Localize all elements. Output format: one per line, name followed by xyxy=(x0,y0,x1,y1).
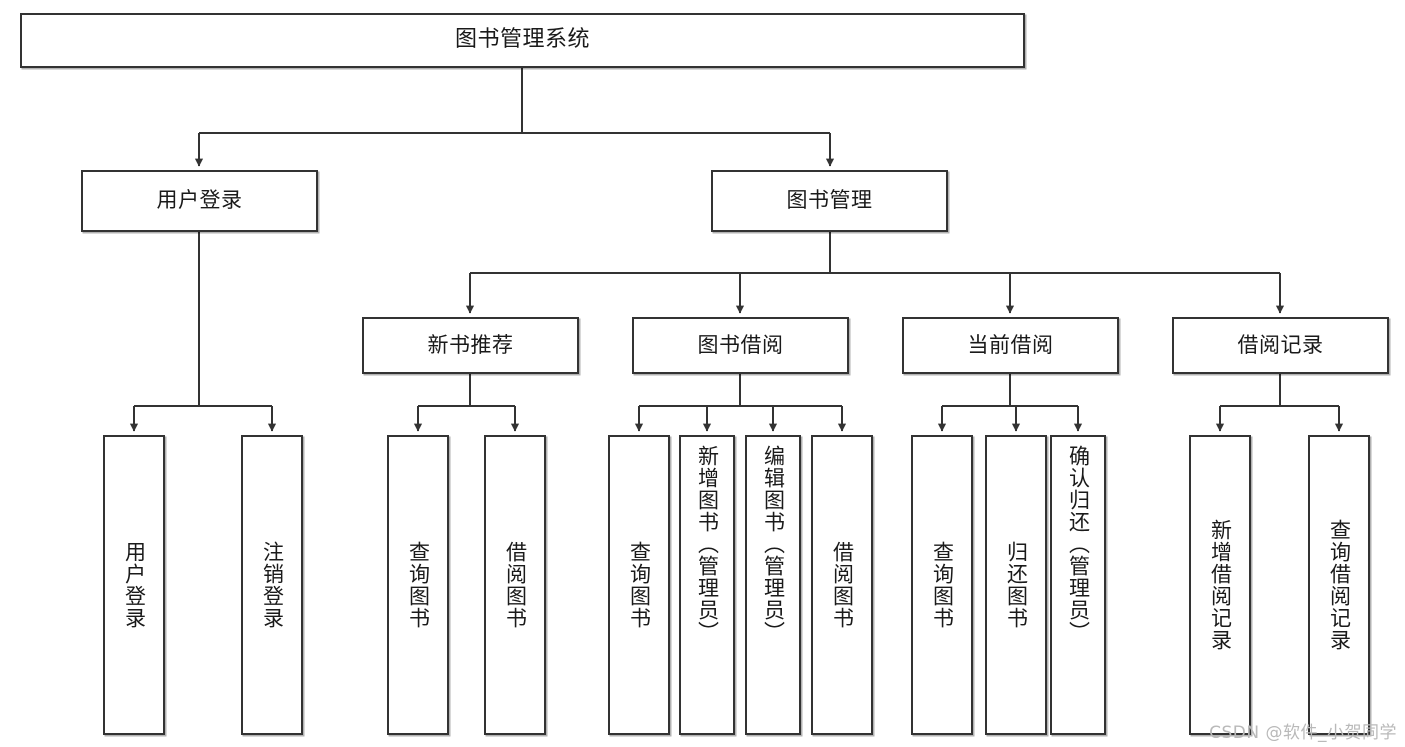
node-book-borrowing-label: 图书借阅 xyxy=(697,332,784,357)
node-book-borrowing[interactable]: 图书借阅 xyxy=(632,317,849,374)
node-leaf-edit-book-admin[interactable]: 编辑图书（管理员） xyxy=(745,435,801,735)
node-leaf-borrow-book-2[interactable]: 借阅图书 xyxy=(811,435,873,735)
node-leaf-logout-label: 注销登录 xyxy=(260,541,285,629)
node-user-login[interactable]: 用户登录 xyxy=(81,170,318,232)
node-leaf-add-borrow-record-label: 新增借阅记录 xyxy=(1208,519,1233,651)
node-leaf-query-book-2-label: 查询图书 xyxy=(627,541,652,629)
node-leaf-logout[interactable]: 注销登录 xyxy=(241,435,303,735)
node-book-management-label: 图书管理 xyxy=(786,188,873,213)
node-leaf-user-login[interactable]: 用户登录 xyxy=(103,435,165,735)
node-leaf-borrow-book-2-label: 借阅图书 xyxy=(830,541,855,629)
node-current-borrowing-label: 当前借阅 xyxy=(967,332,1054,357)
node-leaf-query-borrow-record-label: 查询借阅记录 xyxy=(1327,519,1352,651)
node-leaf-edit-book-admin-label: 编辑图书（管理员） xyxy=(761,445,786,643)
node-leaf-confirm-return-admin[interactable]: 确认归还（管理员） xyxy=(1050,435,1106,735)
node-leaf-user-login-label: 用户登录 xyxy=(122,541,147,629)
node-leaf-query-book-1[interactable]: 查询图书 xyxy=(387,435,449,735)
node-leaf-return-book[interactable]: 归还图书 xyxy=(985,435,1047,735)
node-leaf-query-book-2[interactable]: 查询图书 xyxy=(608,435,670,735)
node-new-book-recommendation[interactable]: 新书推荐 xyxy=(362,317,579,374)
node-leaf-return-book-label: 归还图书 xyxy=(1004,541,1029,629)
node-borrow-records-label: 借阅记录 xyxy=(1237,332,1324,357)
node-borrow-records[interactable]: 借阅记录 xyxy=(1172,317,1389,374)
node-leaf-borrow-book-1[interactable]: 借阅图书 xyxy=(484,435,546,735)
node-leaf-borrow-book-1-label: 借阅图书 xyxy=(503,541,528,629)
node-user-login-label: 用户登录 xyxy=(156,188,243,213)
node-root-label: 图书管理系统 xyxy=(454,27,590,53)
node-leaf-add-book-admin[interactable]: 新增图书（管理员） xyxy=(679,435,735,735)
node-leaf-query-book-3-label: 查询图书 xyxy=(930,541,955,629)
node-root[interactable]: 图书管理系统 xyxy=(20,13,1025,68)
node-leaf-query-borrow-record[interactable]: 查询借阅记录 xyxy=(1308,435,1370,735)
node-leaf-query-book-3[interactable]: 查询图书 xyxy=(911,435,973,735)
node-leaf-add-borrow-record[interactable]: 新增借阅记录 xyxy=(1189,435,1251,735)
node-new-book-recommendation-label: 新书推荐 xyxy=(427,332,514,357)
watermark-text: CSDN @软件_小贺同学 xyxy=(1209,723,1397,743)
node-current-borrowing[interactable]: 当前借阅 xyxy=(902,317,1119,374)
node-leaf-confirm-return-admin-label: 确认归还（管理员） xyxy=(1066,445,1091,643)
node-book-management[interactable]: 图书管理 xyxy=(711,170,948,232)
node-leaf-add-book-admin-label: 新增图书（管理员） xyxy=(695,445,720,643)
node-leaf-query-book-1-label: 查询图书 xyxy=(406,541,431,629)
